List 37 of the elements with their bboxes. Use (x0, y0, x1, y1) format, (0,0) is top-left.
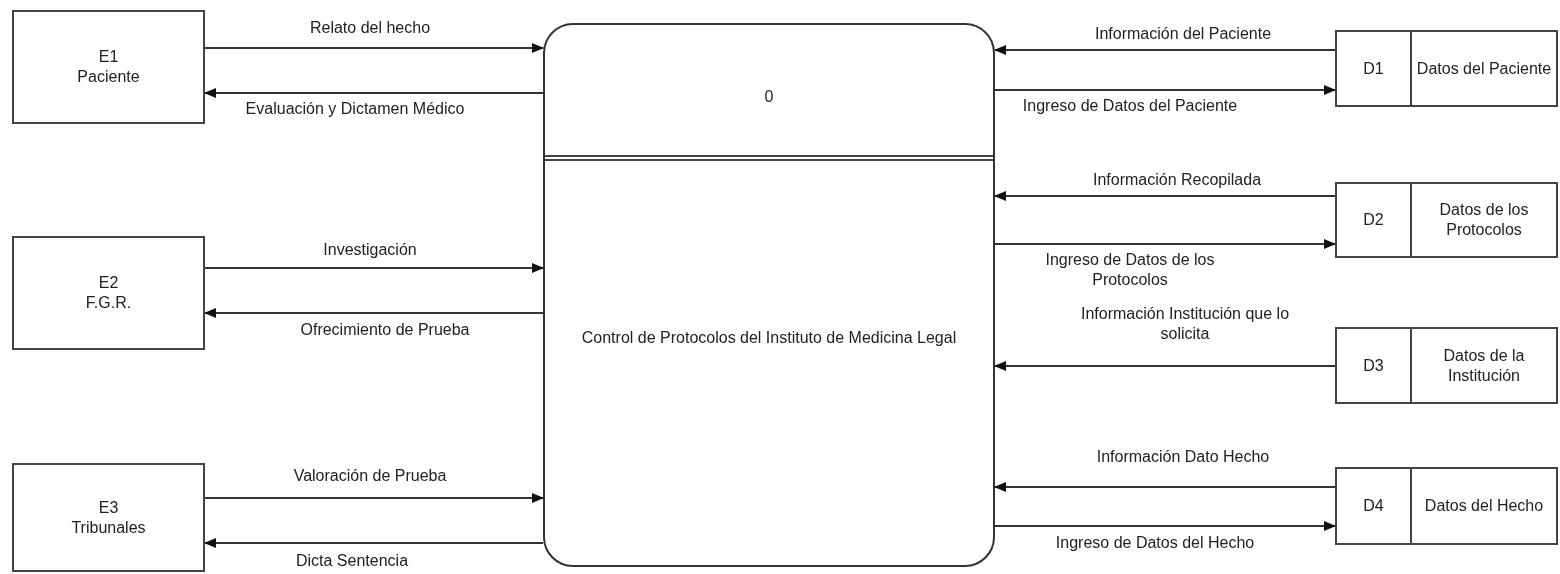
data-store-box (1335, 30, 1558, 107)
store-id: D2 (1363, 210, 1384, 230)
arrow (204, 538, 544, 548)
process-number: 0 (763, 87, 775, 107)
arrow (994, 361, 1336, 371)
external-entity-box (12, 463, 205, 572)
arrow (994, 239, 1336, 249)
arrow (994, 191, 1336, 201)
process-name: Control de Protocolos del Instituto de Medicina Legal (580, 328, 958, 348)
entity-label: E1 (98, 47, 119, 67)
external-entity-box (12, 10, 205, 124)
external-entity-box (12, 236, 205, 350)
store-id: D4 (1363, 496, 1384, 516)
entity-label: F.G.R. (85, 293, 132, 313)
data-store-box (1335, 327, 1558, 404)
arrow (994, 482, 1336, 492)
entity-label: E3 (98, 497, 119, 518)
arrow (204, 308, 544, 318)
arrow (204, 88, 544, 98)
arrow (994, 85, 1336, 95)
store-name: Datos del Paciente (1416, 58, 1552, 79)
store-id: D1 (1363, 58, 1384, 79)
data-store-box (1335, 467, 1558, 545)
entity-label: E2 (98, 273, 119, 293)
store-name: Datos del Hecho (1424, 496, 1544, 516)
entity-label: Paciente (77, 67, 140, 87)
arrow (204, 43, 544, 53)
arrow (204, 493, 544, 503)
arrow (994, 521, 1336, 531)
entity-label: Tribunales (71, 517, 146, 538)
store-name: Datos de la Institución (1442, 345, 1526, 386)
data-store-box (1335, 182, 1558, 258)
arrow (204, 263, 544, 273)
arrow (994, 45, 1336, 55)
store-name: Datos de los Protocolos (1438, 200, 1530, 240)
process-box (543, 23, 995, 567)
store-id: D3 (1363, 355, 1384, 376)
